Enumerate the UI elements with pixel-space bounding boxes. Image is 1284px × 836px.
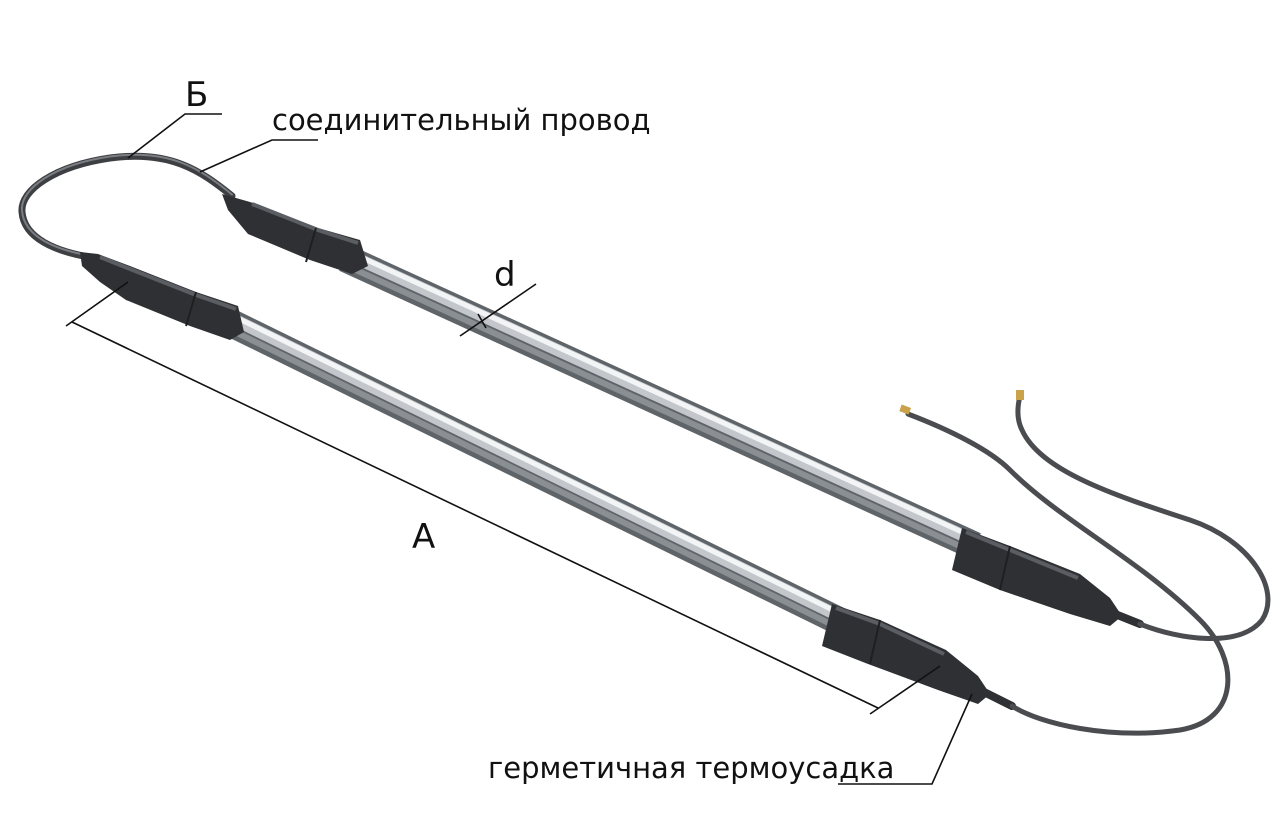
- connecting-wire-leader: [199, 139, 318, 173]
- dimension-d: [459, 283, 537, 337]
- label-b: Б: [185, 75, 208, 115]
- wire-tip-icon: [1016, 390, 1024, 400]
- label-a: А: [412, 517, 435, 557]
- label-b-leader: [127, 113, 222, 159]
- upper-left-heat-shrink: [222, 194, 368, 274]
- upper-heater-tube: [339, 245, 981, 559]
- label-d: d: [494, 255, 516, 295]
- upper-right-heat-shrink: [952, 528, 1144, 628]
- lead-wires: [899, 390, 1271, 736]
- dimension-a: [65, 281, 941, 715]
- wire-tip-icon: [899, 404, 912, 415]
- lower-heater-tube: [218, 307, 852, 637]
- heat-shrink-leader: [838, 693, 973, 785]
- connecting-wire: [18, 152, 236, 262]
- lower-right-heat-shrink: [822, 604, 1016, 710]
- label-sealed-heat-shrink: герметичная термоусадка: [488, 751, 894, 785]
- label-connecting-wire: соединительный провод: [272, 103, 651, 137]
- lower-left-heat-shrink: [80, 252, 244, 340]
